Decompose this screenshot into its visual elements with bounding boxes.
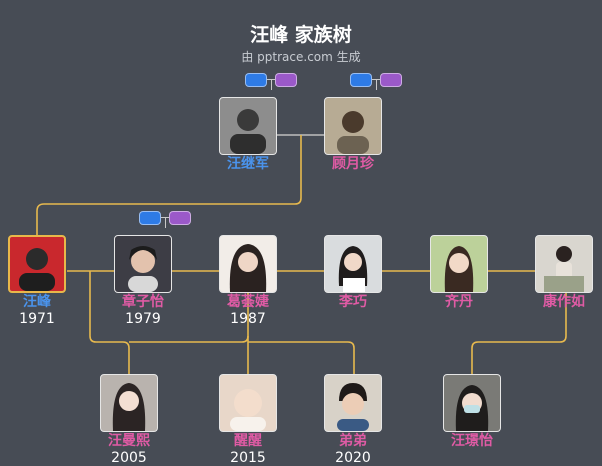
person-card-kang-zuoru[interactable]: 康作如	[519, 235, 602, 311]
expand-mother-button[interactable]	[169, 211, 191, 225]
person-name: 葛荟婕	[227, 294, 269, 310]
person-card-gu-yuezhen[interactable]: 顾月珍	[308, 97, 398, 173]
avatar	[100, 374, 158, 432]
person-name: 弟弟	[339, 433, 367, 449]
person-name: 汪峰	[23, 294, 51, 310]
expand-toggle-wjj[interactable]	[245, 73, 297, 95]
person-birth-year: 2005	[111, 450, 147, 466]
child-line-dd	[248, 341, 355, 374]
avatar	[219, 235, 277, 293]
avatar	[535, 235, 593, 293]
avatar	[219, 97, 277, 155]
person-name: 汪璟怡	[451, 433, 493, 449]
person-name: 章子怡	[122, 294, 164, 310]
expand-toggle-gyz[interactable]	[350, 73, 402, 95]
page-title: 汪峰 家族树	[250, 24, 352, 46]
person-birth-year: 1971	[19, 311, 55, 327]
person-card-li-qiao[interactable]: 李巧	[308, 235, 398, 311]
person-name: 李巧	[339, 294, 367, 310]
person-birth-year: 2020	[335, 450, 371, 466]
person-birth-year: 2015	[230, 450, 266, 466]
avatar	[430, 235, 488, 293]
person-card-didi[interactable]: 弟弟 2020	[308, 374, 398, 466]
person-name: 顾月珍	[332, 156, 374, 172]
expand-mother-button[interactable]	[380, 73, 402, 87]
expand-father-button[interactable]	[350, 73, 372, 87]
page-subtitle: 由 pptrace.com 生成	[241, 50, 361, 64]
person-card-wang-feng[interactable]: 汪峰 1971	[0, 235, 82, 327]
avatar	[324, 235, 382, 293]
person-birth-year: 1979	[125, 311, 161, 327]
person-card-wang-jijun[interactable]: 汪继军	[203, 97, 293, 173]
person-name: 齐丹	[445, 294, 473, 310]
person-name: 汪曼熙	[108, 433, 150, 449]
avatar	[114, 235, 172, 293]
child-line-wjy	[471, 291, 567, 374]
person-card-xingxing[interactable]: 醒醒 2015	[203, 374, 293, 466]
parents-to-child-line	[36, 135, 302, 235]
avatar	[324, 97, 382, 155]
person-name: 汪继军	[227, 156, 269, 172]
expand-father-button[interactable]	[245, 73, 267, 87]
expand-father-button[interactable]	[139, 211, 161, 225]
avatar	[324, 374, 382, 432]
child-line-mid	[129, 335, 249, 343]
person-card-wang-manxi[interactable]: 汪曼熙 2005	[84, 374, 174, 466]
person-card-qi-dan[interactable]: 齐丹	[414, 235, 504, 311]
child-line-wmx	[89, 271, 130, 374]
avatar	[443, 374, 501, 432]
expand-mother-button[interactable]	[275, 73, 297, 87]
person-name: 康作如	[543, 294, 585, 310]
avatar	[8, 235, 66, 293]
expand-toggle-zzy[interactable]	[139, 211, 191, 233]
person-card-zhang-ziyi[interactable]: 章子怡 1979	[98, 235, 188, 327]
person-birth-year: 1987	[230, 311, 266, 327]
person-name: 醒醒	[234, 433, 262, 449]
avatar	[219, 374, 277, 432]
person-card-wang-jingyi[interactable]: 汪璟怡	[427, 374, 517, 450]
person-card-ge-huijie[interactable]: 葛荟婕 1987	[203, 235, 293, 327]
